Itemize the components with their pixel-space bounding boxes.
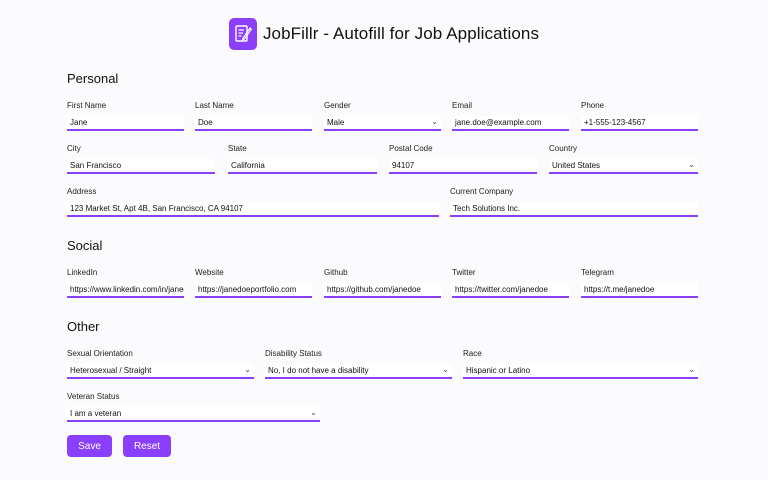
first-name-field: First Name Jane xyxy=(67,101,184,131)
country-select[interactable]: United States ⌄ xyxy=(549,159,698,174)
first-name-input[interactable]: Jane xyxy=(67,116,184,131)
website-input[interactable]: https://janedoeportfolio.com xyxy=(195,283,312,298)
email-label: Email xyxy=(452,101,473,110)
race-select[interactable]: Hispanic or Latino ⌄ xyxy=(463,364,698,379)
address-label: Address xyxy=(67,187,97,196)
app-title: JobFillr - Autofill for Job Applications xyxy=(262,24,540,43)
race-value: Hispanic or Latino xyxy=(466,366,531,375)
current-company-field: Current Company Tech Solutions Inc. xyxy=(450,187,698,217)
telegram-label: Telegram xyxy=(581,268,614,277)
state-input[interactable]: California xyxy=(228,159,377,174)
country-label: Country xyxy=(549,144,578,153)
postal-code-input[interactable]: 94107 xyxy=(389,159,537,174)
disability-status-label: Disability Status xyxy=(265,349,322,358)
veteran-status-field: Veteran Status I am a veteran ⌄ xyxy=(67,392,320,422)
last-name-label: Last Name xyxy=(195,101,234,110)
github-label: Github xyxy=(324,268,348,277)
last-name-field: Last Name Doe xyxy=(195,101,312,131)
phone-input[interactable]: +1-555-123-4567 xyxy=(581,116,698,131)
twitter-input[interactable]: https://twitter.com/janedoe xyxy=(452,283,569,298)
race-field: Race Hispanic or Latino ⌄ xyxy=(463,349,698,379)
country-value: United States xyxy=(552,161,601,170)
disability-status-select[interactable]: No, I do not have a disability ⌄ xyxy=(265,364,452,379)
sexual-orientation-value: Heterosexual / Straight xyxy=(70,366,152,375)
twitter-field: Twitter https://twitter.com/janedoe xyxy=(452,268,569,298)
state-field: State California xyxy=(228,144,377,174)
chevron-down-icon: ⌄ xyxy=(244,365,251,374)
veteran-status-value: I am a veteran xyxy=(70,409,122,418)
linkedin-field: LinkedIn https://www.linkedin.com/in/jan… xyxy=(67,268,184,298)
city-input[interactable]: San Francisco xyxy=(67,159,215,174)
github-input[interactable]: https://github.com/janedoe xyxy=(324,283,441,298)
save-button[interactable]: Save xyxy=(67,435,112,457)
disability-status-field: Disability Status No, I do not have a di… xyxy=(265,349,452,379)
city-label: City xyxy=(67,144,81,153)
section-title-other: Other xyxy=(67,319,100,334)
chevron-down-icon: ⌄ xyxy=(688,365,695,374)
section-title-personal: Personal xyxy=(67,71,119,86)
current-company-label: Current Company xyxy=(450,187,514,196)
city-field: City San Francisco xyxy=(67,144,215,174)
document-edit-icon xyxy=(228,18,257,50)
email-field: Email jane.doe@example.com xyxy=(452,101,569,131)
reset-button[interactable]: Reset xyxy=(123,435,171,457)
sexual-orientation-select[interactable]: Heterosexual / Straight ⌄ xyxy=(67,364,254,379)
gender-label: Gender xyxy=(324,101,351,110)
postal-code-field: Postal Code 94107 xyxy=(389,144,537,174)
sexual-orientation-field: Sexual Orientation Heterosexual / Straig… xyxy=(67,349,254,379)
github-field: Github https://github.com/janedoe xyxy=(324,268,441,298)
telegram-input[interactable]: https://t.me/janedoe xyxy=(581,283,698,298)
gender-field: Gender Male ⌄ xyxy=(324,101,441,131)
current-company-input[interactable]: Tech Solutions Inc. xyxy=(450,202,698,217)
gender-value: Male xyxy=(327,118,345,127)
twitter-label: Twitter xyxy=(452,268,476,277)
postal-code-label: Postal Code xyxy=(389,144,433,153)
race-label: Race xyxy=(463,349,482,358)
disability-status-value: No, I do not have a disability xyxy=(268,366,369,375)
phone-label: Phone xyxy=(581,101,605,110)
chevron-down-icon: ⌄ xyxy=(688,160,695,169)
gender-select[interactable]: Male ⌄ xyxy=(324,116,441,131)
state-label: State xyxy=(228,144,247,153)
country-field: Country United States ⌄ xyxy=(549,144,698,174)
website-label: Website xyxy=(195,268,224,277)
chevron-down-icon: ⌄ xyxy=(310,408,317,417)
sexual-orientation-label: Sexual Orientation xyxy=(67,349,133,358)
chevron-down-icon: ⌄ xyxy=(431,117,438,126)
address-input[interactable]: 123 Market St, Apt 4B, San Francisco, CA… xyxy=(67,202,439,217)
linkedin-label: LinkedIn xyxy=(67,268,98,277)
linkedin-input[interactable]: https://www.linkedin.com/in/janed xyxy=(67,283,184,298)
email-input[interactable]: jane.doe@example.com xyxy=(452,116,569,131)
header: JobFillr - Autofill for Job Applications xyxy=(0,18,768,50)
first-name-label: First Name xyxy=(67,101,107,110)
telegram-field: Telegram https://t.me/janedoe xyxy=(581,268,698,298)
veteran-status-select[interactable]: I am a veteran ⌄ xyxy=(67,407,320,422)
address-field: Address 123 Market St, Apt 4B, San Franc… xyxy=(67,187,439,217)
website-field: Website https://janedoeportfolio.com xyxy=(195,268,312,298)
phone-field: Phone +1-555-123-4567 xyxy=(581,101,698,131)
chevron-down-icon: ⌄ xyxy=(442,365,449,374)
section-title-social: Social xyxy=(67,238,103,253)
last-name-input[interactable]: Doe xyxy=(195,116,312,131)
veteran-status-label: Veteran Status xyxy=(67,392,120,401)
